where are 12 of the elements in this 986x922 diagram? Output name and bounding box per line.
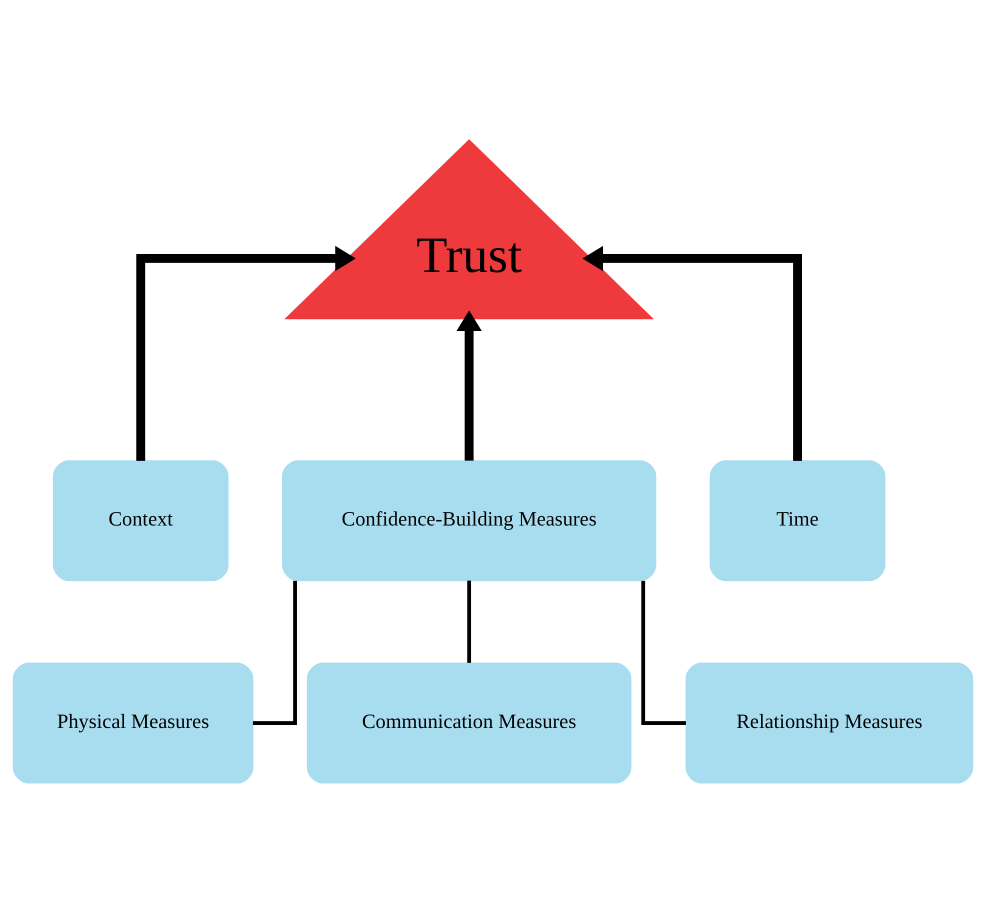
connector xyxy=(467,580,472,662)
arrow xyxy=(136,245,356,460)
connector xyxy=(252,580,297,724)
node-box: Physical Measures xyxy=(12,662,254,784)
node-box: Confidence-Building Measures xyxy=(282,460,656,581)
arrow xyxy=(456,310,482,460)
node-box: Communication Measures xyxy=(306,662,632,784)
node-box: Time xyxy=(710,460,886,581)
connector xyxy=(641,580,686,724)
arrow xyxy=(582,245,802,460)
node-box: Relationship Measures xyxy=(686,662,974,784)
node-box: Context xyxy=(52,460,229,581)
